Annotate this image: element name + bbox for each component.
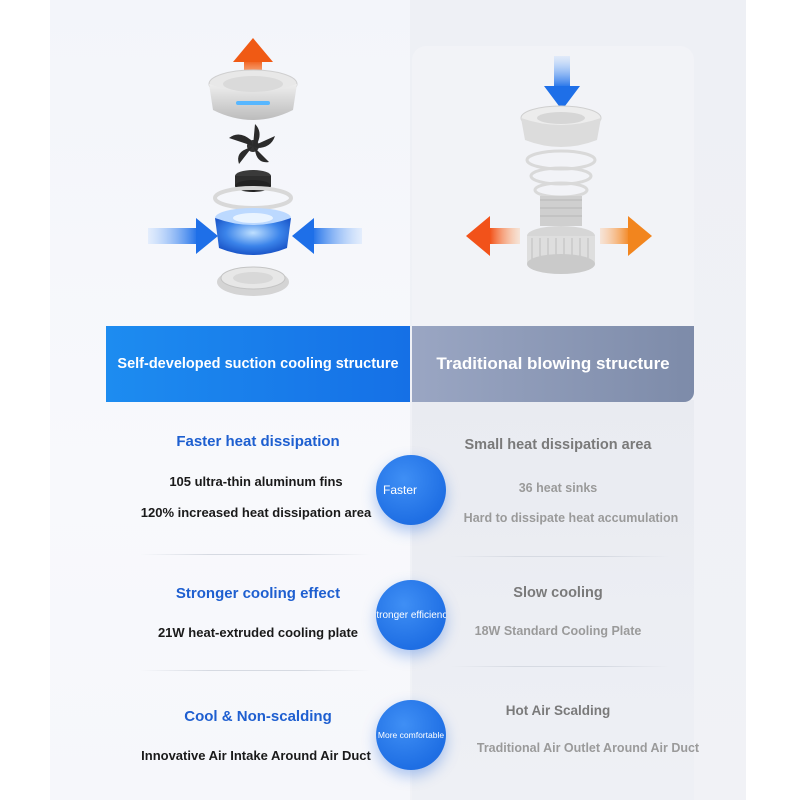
fan-blade-icon (229, 124, 275, 164)
left-divider-2 (140, 670, 370, 671)
right-row-2-line-1: 18W Standard Cooling Plate (474, 624, 642, 638)
right-row-1-heading: Small heat dissipation area (464, 437, 652, 453)
badge-faster: Faster (376, 455, 446, 525)
top-shell (208, 69, 298, 120)
intake-arrow-icon (292, 218, 362, 254)
left-row-1-heading: Faster heat dissipation (176, 433, 340, 450)
exhaust-arrow-icon (466, 216, 520, 256)
right-lower-panel (412, 400, 694, 800)
motor (213, 170, 293, 210)
badge-more-comfortable-label: More comfortable (377, 730, 445, 740)
exhaust-arrow-icon (600, 216, 652, 256)
left-row-2-line-1: 21W heat-extruded cooling plate (157, 625, 359, 640)
intake-arrow-icon (544, 56, 580, 110)
left-row-2-heading: Stronger cooling effect (175, 585, 341, 602)
left-divider-1 (140, 554, 370, 555)
intake-arrow-icon (148, 218, 218, 254)
right-divider-1 (450, 556, 670, 557)
right-row-1-line-2: Hard to dissipate heat accumulation (463, 511, 679, 525)
left-row-1-line-1: 105 ultra-thin aluminum fins (169, 474, 343, 489)
right-row-3-line-1: Traditional Air Outlet Around Air Duct (476, 741, 700, 755)
right-title: Traditional blowing structure (436, 354, 670, 373)
right-row-3-heading: Hot Air Scalding (505, 703, 611, 718)
right-title-banner: Traditional blowing structure (412, 326, 694, 402)
right-row-1-line-1: 36 heat sinks (518, 481, 598, 495)
badge-stronger-efficiency-label: Stronger efficiency (376, 609, 446, 621)
left-row-3-heading: Cool & Non-scalding (184, 708, 332, 725)
top-shell (520, 105, 602, 147)
heatsink-icon (215, 208, 291, 255)
fan-cage (525, 149, 597, 199)
badge-more-comfortable: More comfortable (376, 700, 446, 770)
badge-stronger-efficiency: Stronger efficiency (376, 580, 446, 650)
right-row-2-heading: Slow cooling (513, 585, 603, 601)
bottom-plate (217, 266, 289, 296)
left-row-1-line-2: 120% increased heat dissipation area (140, 505, 372, 520)
left-row-3-line-1: Innovative Air Intake Around Air Duct (141, 748, 371, 763)
left-title-banner: Self-developed suction cooling structure (106, 326, 410, 402)
right-divider-2 (450, 666, 670, 667)
badge-faster-label: Faster (382, 483, 417, 497)
heatsink-icon (527, 196, 595, 274)
left-title: Self-developed suction cooling structure (117, 356, 399, 372)
